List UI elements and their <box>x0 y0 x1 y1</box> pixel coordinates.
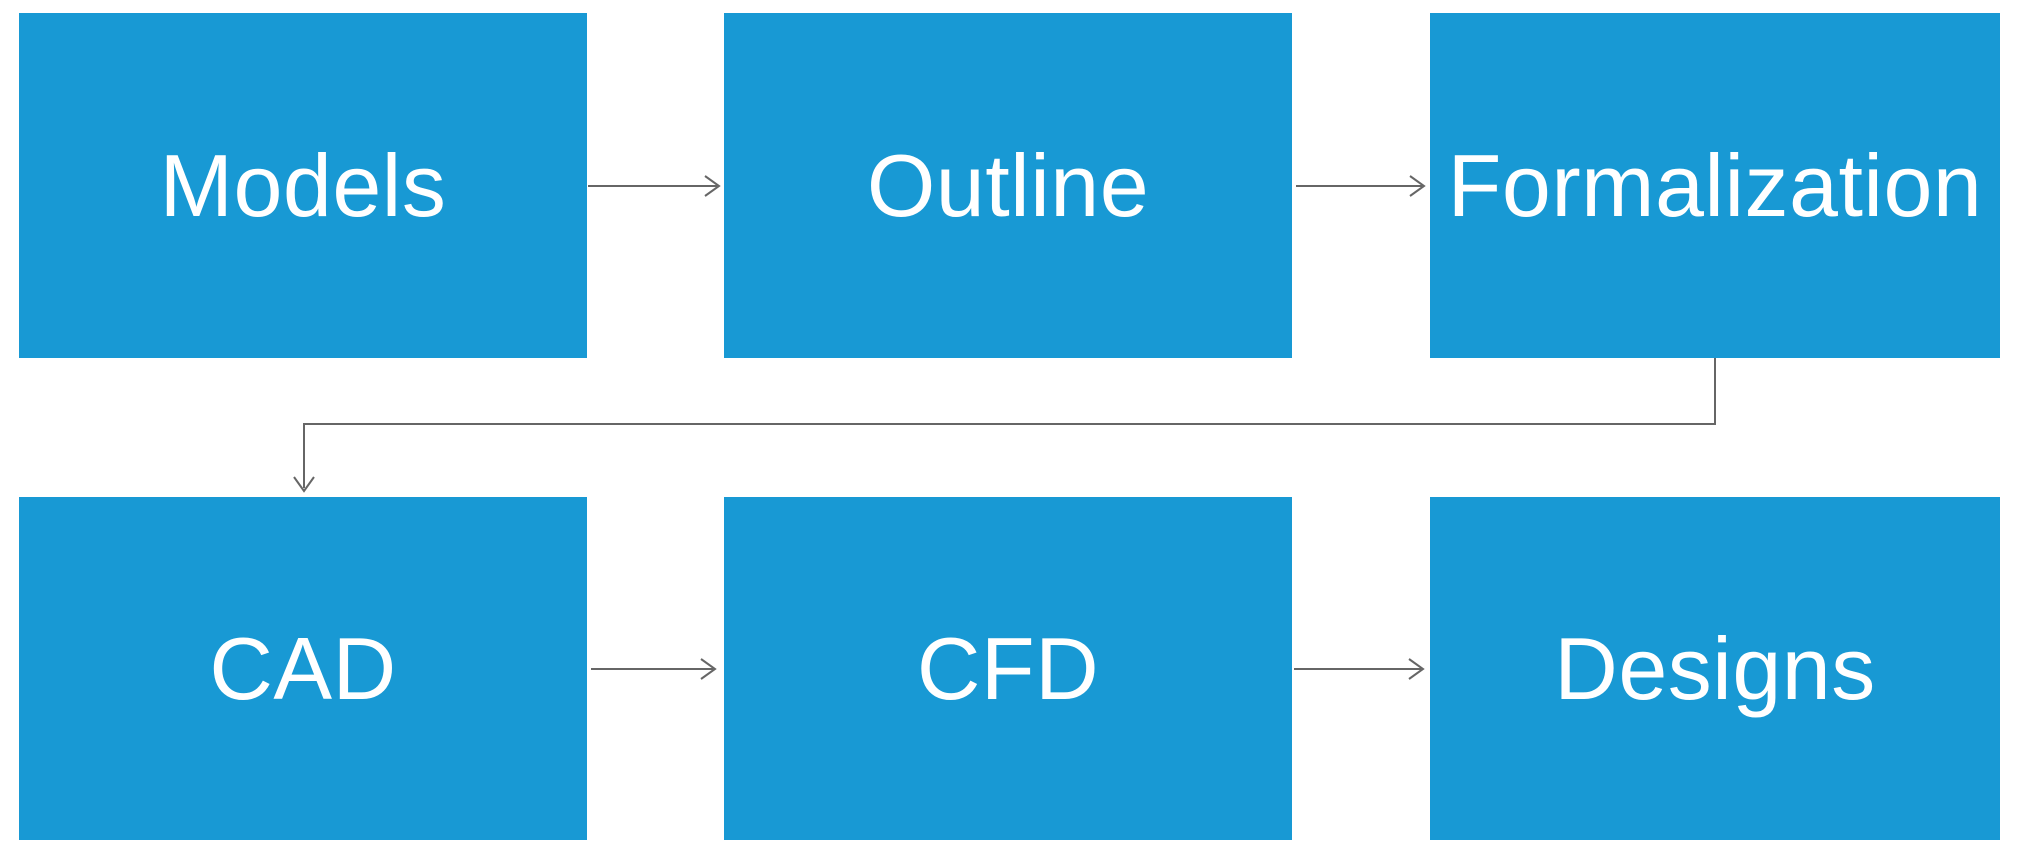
node-designs: Designs <box>1430 497 2000 840</box>
arrowhead-right-icon <box>1409 175 1426 197</box>
arrowhead-right-icon <box>700 658 717 680</box>
connector-cad-cfd <box>591 658 717 680</box>
connector-formalization-cad <box>293 358 1716 493</box>
node-cad: CAD <box>19 497 587 840</box>
arrowhead-right-icon <box>1408 658 1425 680</box>
arrowhead-right-icon <box>704 175 721 197</box>
connector-outline-formalization <box>1296 175 1426 197</box>
connector-cfd-designs <box>1294 658 1425 680</box>
node-designs-label: Designs <box>1554 618 1876 718</box>
node-cad-label: CAD <box>209 618 397 718</box>
node-formalization-label: Formalization <box>1447 135 1983 235</box>
node-cfd: CFD <box>724 497 1292 840</box>
connector-models-outline <box>588 175 721 197</box>
node-formalization: Formalization <box>1430 13 2000 358</box>
node-cfd-label: CFD <box>916 618 1100 718</box>
node-models: Models <box>19 13 587 358</box>
node-outline: Outline <box>724 13 1292 358</box>
node-models-label: Models <box>159 135 447 235</box>
node-outline-label: Outline <box>866 135 1150 235</box>
arrowhead-down-icon <box>293 476 315 493</box>
